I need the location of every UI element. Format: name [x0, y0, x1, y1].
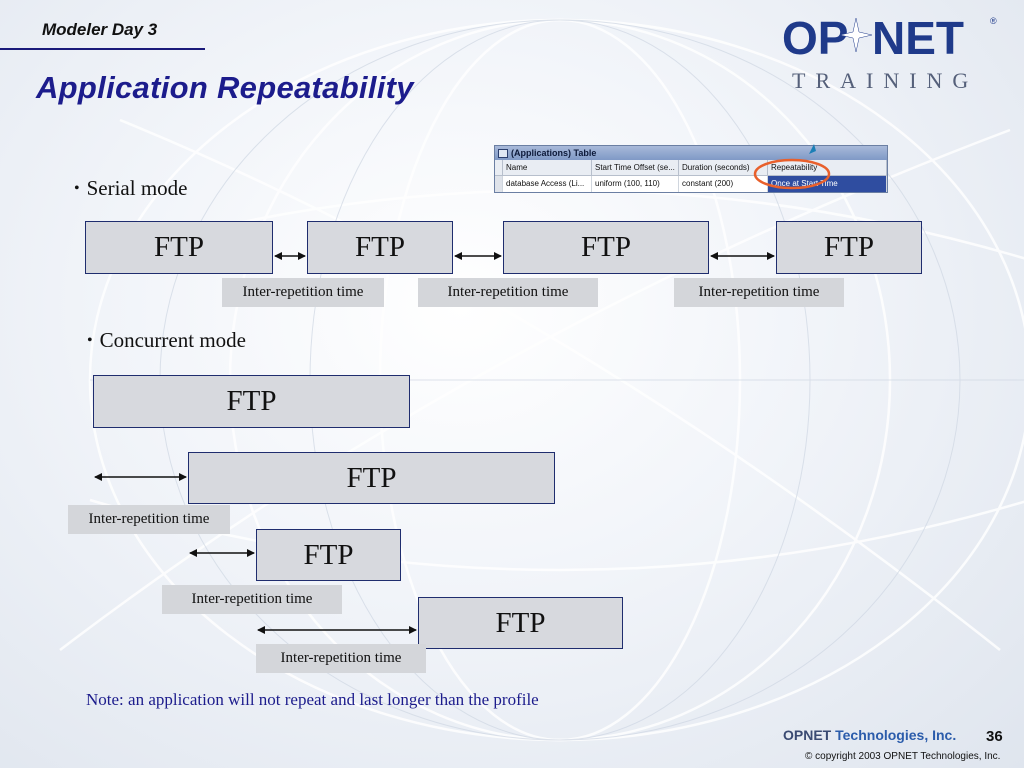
table-cell: database Access (Li...	[503, 176, 592, 192]
footer-company: OPNET Technologies, Inc.	[783, 727, 956, 743]
opnet-training-logo: OP NET ® TRAINING	[782, 12, 997, 92]
serial-ftp-box-4: FTP	[776, 221, 922, 274]
serial-gap-label-1: Inter-repetition time	[222, 278, 384, 307]
concurrent-ftp-box-3: FTP	[256, 529, 401, 581]
serial-gap-label-2: Inter-repetition time	[418, 278, 598, 307]
course-label: Modeler Day 3	[42, 20, 158, 39]
serial-mode-label: Serial mode	[86, 176, 188, 200]
serial-ftp-box-3: FTP	[503, 221, 709, 274]
cursor-arrow-icon	[809, 144, 816, 154]
profile-note: Note: an application will not repeat and…	[86, 690, 539, 709]
bullet-serial-mode: • Serial mode	[74, 176, 188, 201]
column-header: Name	[503, 160, 592, 176]
slide-title: Application Repeatability	[36, 70, 414, 105]
header-rule	[0, 48, 205, 50]
table-cell: uniform (100, 110)	[592, 176, 679, 192]
footer-copyright: © copyright 2003 OPNET Technologies, Inc…	[805, 751, 1001, 762]
applications-table-screenshot: (Applications) Table Name Start Time Off…	[494, 145, 888, 193]
serial-gap-label-3: Inter-repetition time	[674, 278, 844, 307]
serial-ftp-box-1: FTP	[85, 221, 273, 274]
concurrent-gap-label-1: Inter-repetition time	[68, 505, 230, 534]
logo-brand-left: OP	[782, 12, 848, 64]
logo-brand-right: NET	[872, 12, 964, 64]
bullet-concurrent-mode: • Concurrent mode	[87, 328, 246, 353]
concurrent-gap-label-2: Inter-repetition time	[162, 585, 342, 614]
repeatability-highlight-ellipse	[753, 158, 831, 190]
row-header-cell	[495, 160, 503, 176]
column-header: Repeatability	[768, 160, 887, 176]
footer-company-rest: Technologies, Inc.	[835, 727, 957, 743]
footer-company-brand: OPNET	[783, 727, 832, 743]
app-table-titlebar: (Applications) Table	[495, 146, 887, 160]
serial-ftp-box-2: FTP	[307, 221, 453, 274]
logo-registered: ®	[990, 16, 997, 26]
app-table-title: (Applications) Table	[511, 148, 597, 158]
logo-star-icon	[839, 17, 873, 53]
app-table-header-row: Name Start Time Offset (se... Duration (…	[495, 160, 887, 176]
concurrent-ftp-box-2: FTP	[188, 452, 555, 504]
bullet-icon: •	[74, 179, 80, 197]
logo-subtitle: TRAINING	[792, 68, 978, 92]
concurrent-mode-label: Concurrent mode	[99, 328, 246, 352]
column-header: Duration (seconds)	[679, 160, 768, 176]
concurrent-gap-label-3: Inter-repetition time	[256, 644, 426, 673]
table-icon	[498, 148, 508, 158]
concurrent-ftp-box-1: FTP	[93, 375, 410, 428]
row-header-cell	[495, 176, 503, 192]
page-number: 36	[986, 728, 1003, 745]
bullet-icon: •	[87, 331, 93, 349]
column-header: Start Time Offset (se...	[592, 160, 679, 176]
concurrent-ftp-box-4: FTP	[418, 597, 623, 649]
